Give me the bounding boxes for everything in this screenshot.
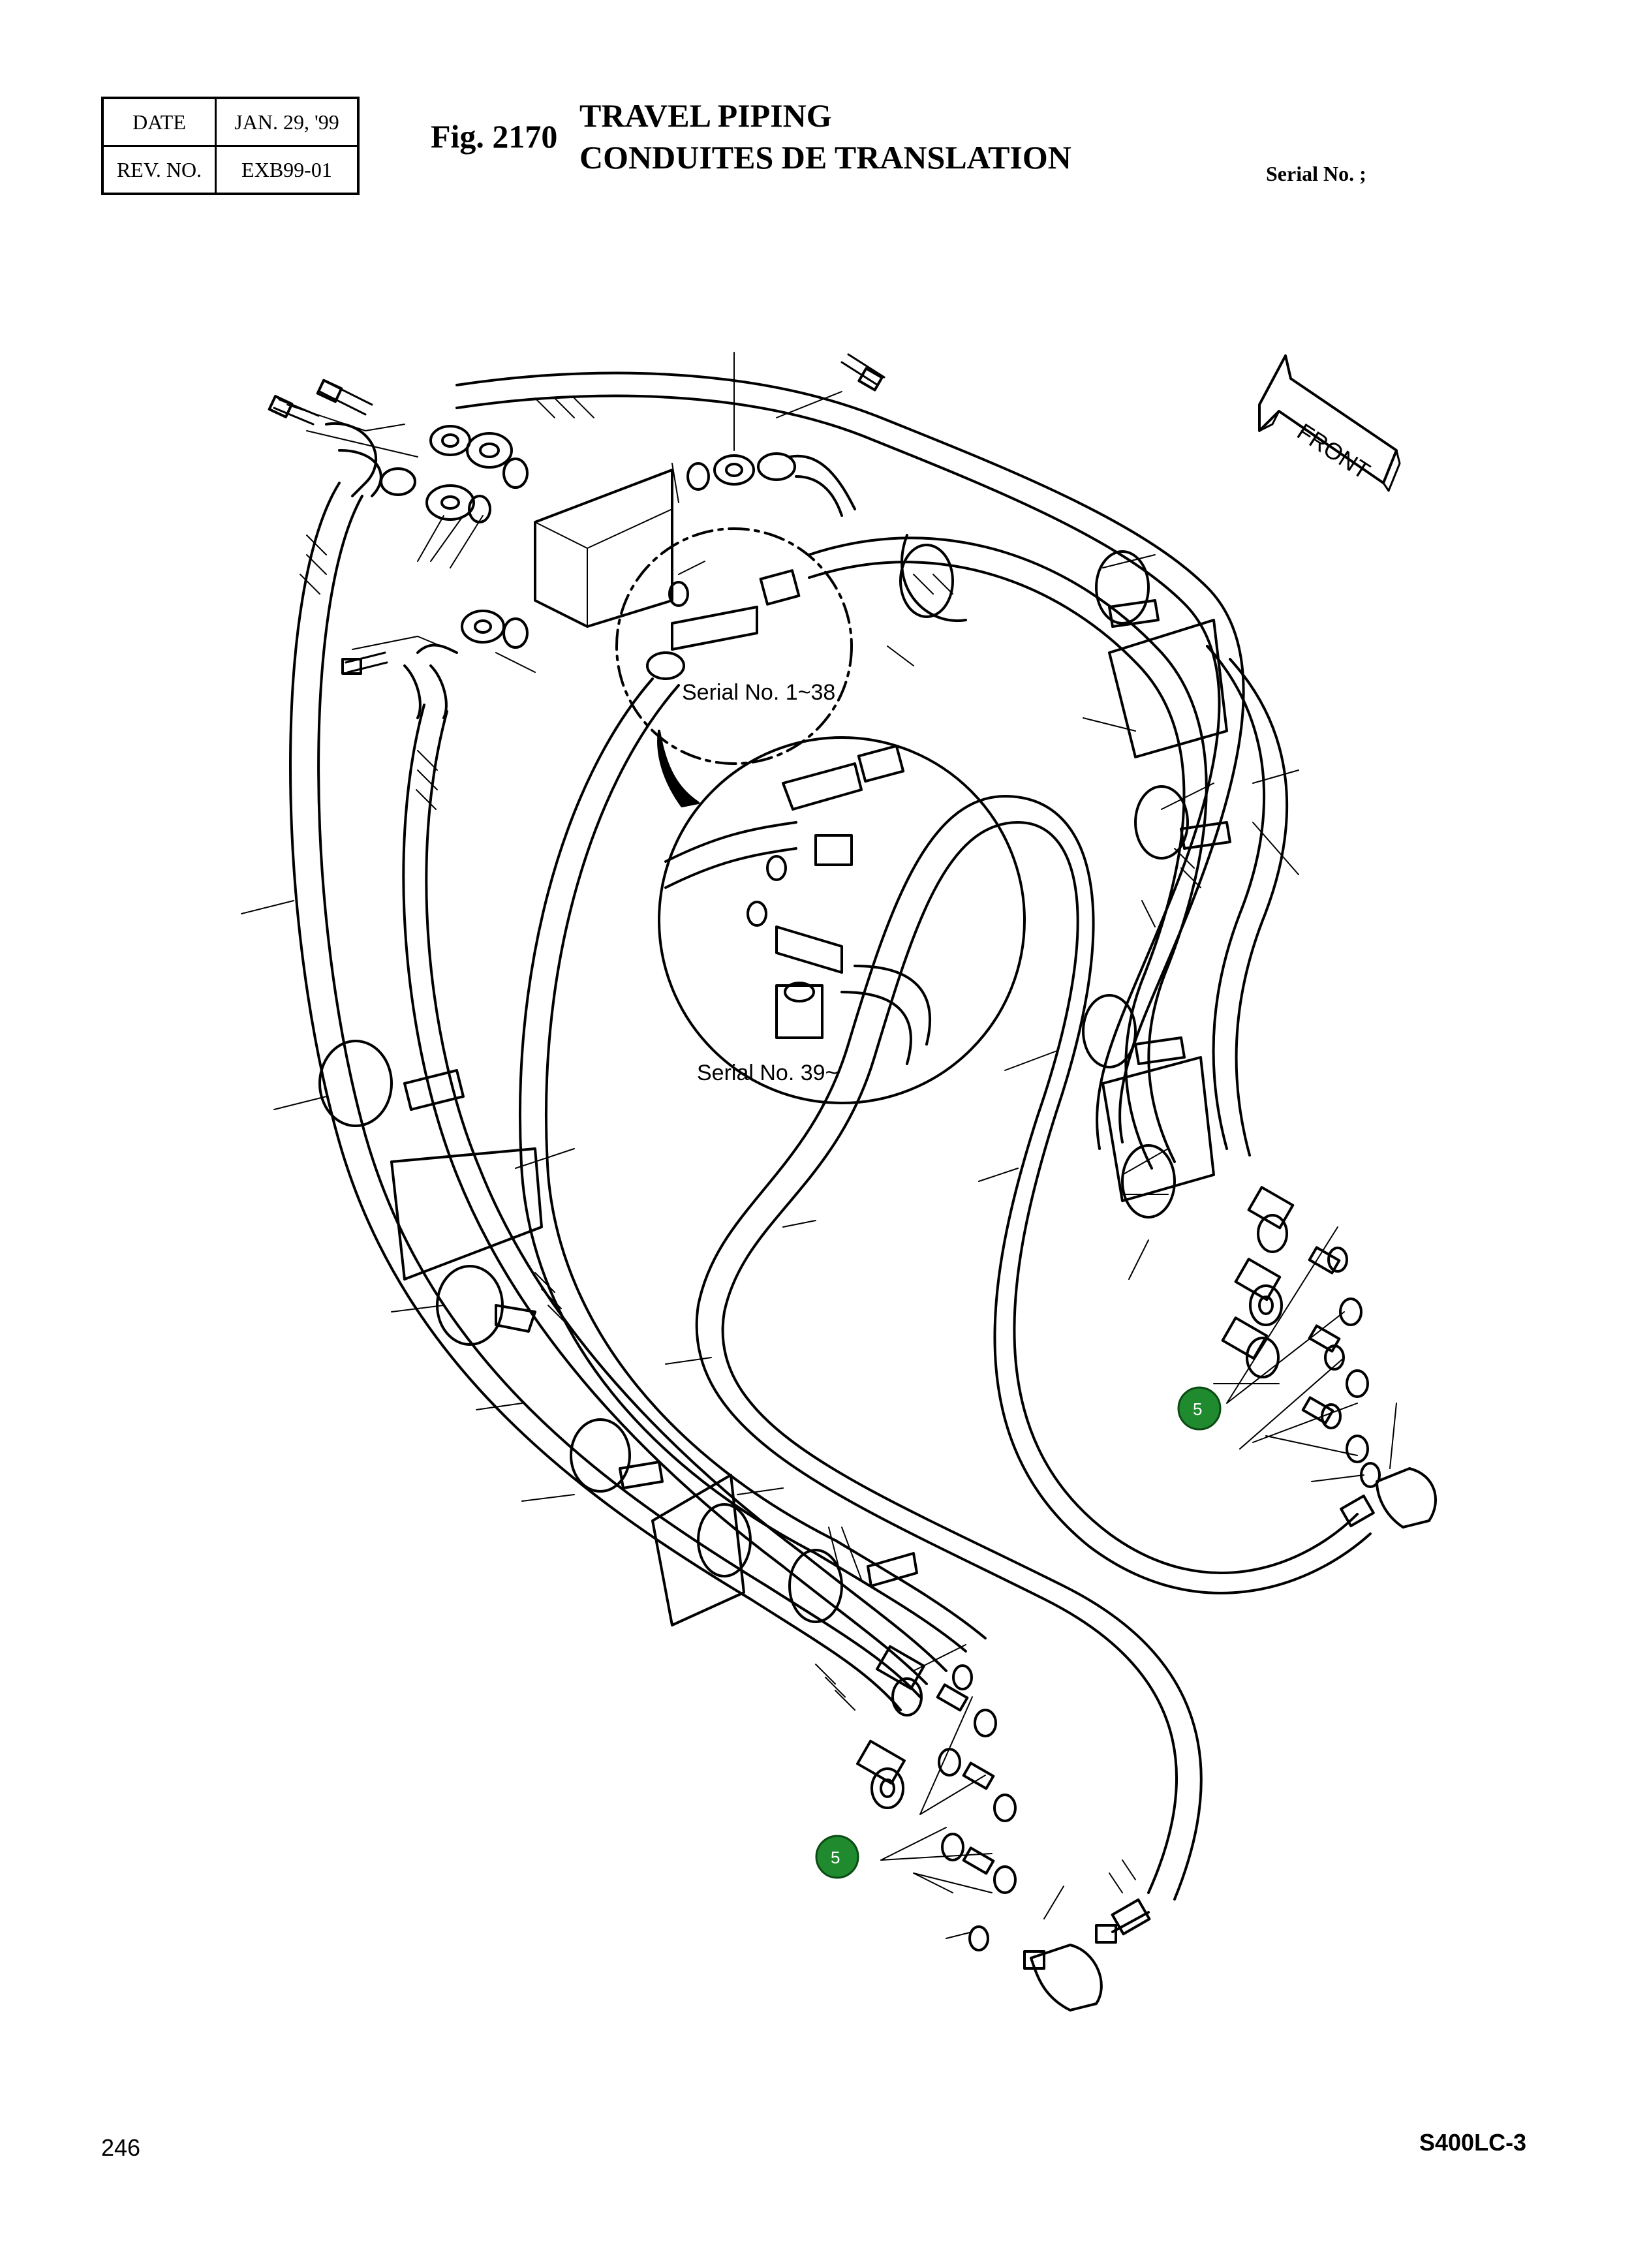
inset-1-label: Serial No. 1~38	[682, 680, 835, 705]
date-label: DATE	[101, 97, 217, 147]
rev-value: EXB99-01	[215, 145, 360, 195]
left-hose-bundle	[289, 482, 987, 1711]
upper-left-fittings	[268, 353, 885, 719]
rev-label: REV. NO.	[101, 145, 217, 195]
inset-circle-serial-39	[658, 736, 1026, 1104]
front-arrow-icon	[1258, 354, 1401, 492]
callout-badge-left: 5	[815, 1835, 859, 1879]
figure-number: Fig. 2170	[431, 118, 558, 155]
callout-number: 5	[1193, 1399, 1202, 1419]
callout-number: 5	[831, 1848, 840, 1867]
page-number: 246	[101, 2134, 141, 2161]
inset-circle-serial-1-38	[615, 527, 853, 765]
lower-right-fittings	[1221, 1186, 1437, 1529]
inset-2-label: Serial No. 39~	[697, 1061, 838, 1085]
callout-badge-right: 5	[1177, 1386, 1222, 1431]
title-french: CONDUITES DE TRANSLATION	[579, 139, 1071, 176]
title-english: TRAVEL PIPING	[579, 97, 832, 134]
serial-number-label: Serial No. ;	[1266, 162, 1366, 185]
lower-left-fittings	[856, 1645, 1151, 2012]
revision-table: DATE JAN. 29, '99 REV. NO. EXB99-01	[101, 97, 360, 195]
model-name: S400LC-3	[1419, 2129, 1527, 2156]
date-value: JAN. 29, '99	[215, 97, 360, 147]
return-hose	[695, 795, 1372, 1901]
leader-lines	[241, 352, 1397, 1939]
inset-pointer	[657, 730, 700, 807]
hose-clamps	[318, 534, 1231, 1626]
upper-right-hose	[455, 371, 1289, 1170]
